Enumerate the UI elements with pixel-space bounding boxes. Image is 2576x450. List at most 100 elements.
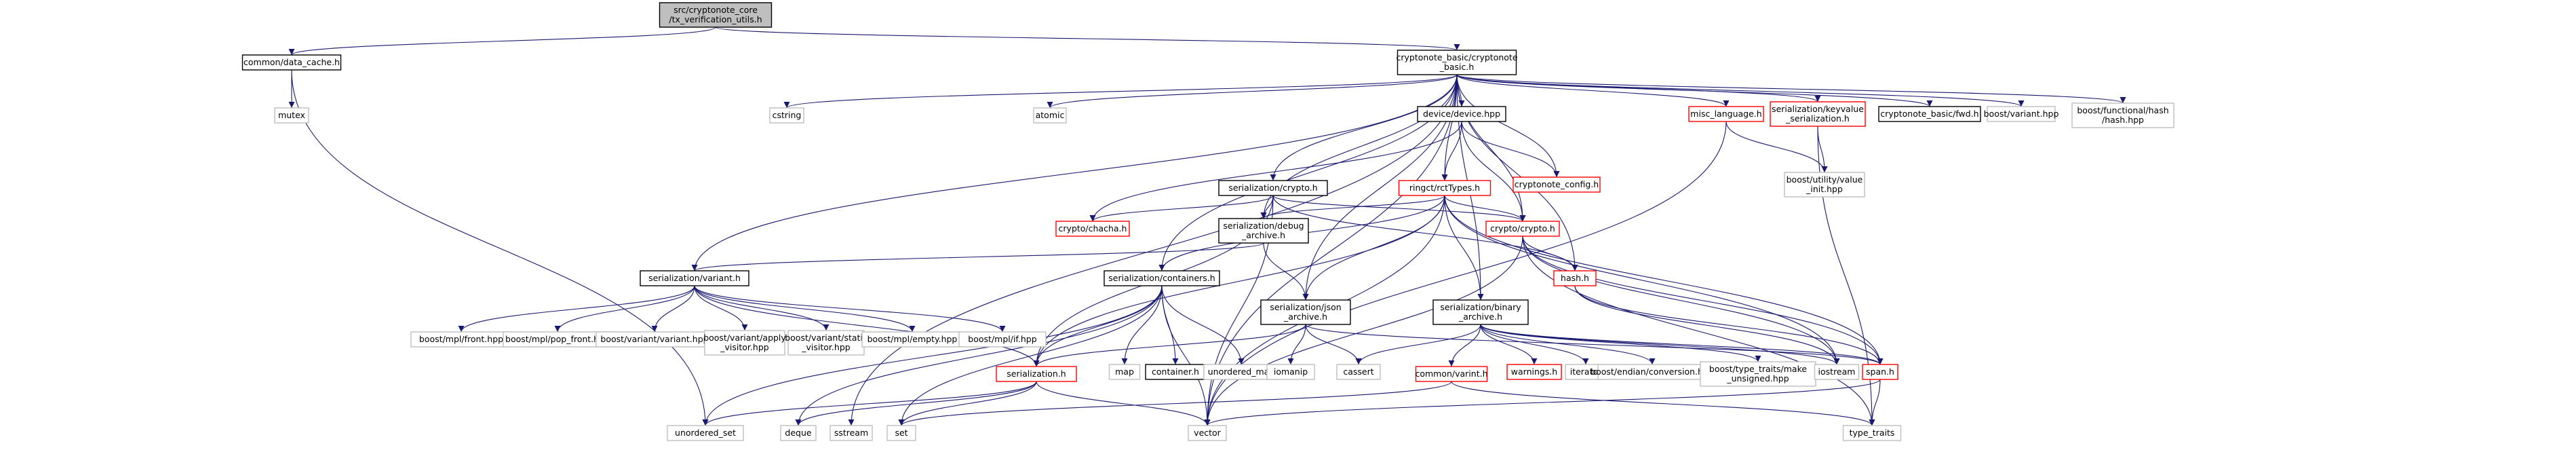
node-chacha[interactable]: crypto/chacha.h — [1055, 221, 1130, 237]
node-label: container.h — [1152, 367, 1199, 377]
edge-cn_basic-to-cstring — [783, 74, 1458, 109]
node-label: _serialization.h — [1785, 113, 1850, 124]
node-box — [1878, 106, 1981, 122]
node-cassert[interactable]: cassert — [1336, 364, 1381, 380]
node-b-apply-visitor[interactable]: boost/variant/apply_visitor.hpp — [703, 330, 786, 356]
edge-device-to-cn_config — [1461, 121, 1560, 178]
node-b-mpl-front[interactable]: boost/mpl/front.hpp — [410, 331, 512, 348]
edge-kv_serial-to-type_traits — [1817, 126, 1875, 426]
edge-json_archive-to-span — [1305, 324, 1884, 365]
node-binary-archive[interactable]: serialization/binary_archive.h — [1432, 299, 1529, 325]
node-json-archive[interactable]: serialization/json_archive.h — [1260, 299, 1351, 325]
node-b-static-visitor[interactable]: boost/variant/static_visitor.hpp — [785, 330, 867, 356]
node-iomanip[interactable]: iomanip — [1266, 364, 1315, 380]
node-box — [659, 2, 773, 28]
node-mutex[interactable]: mutex — [274, 107, 309, 124]
node-map[interactable]: map — [1108, 364, 1141, 380]
edge-cn_basic-to-b_fhash — [1456, 74, 2126, 104]
edge-cn_basic-to-ser_variant — [691, 74, 1458, 271]
node-root[interactable]: src/cryptonote_core/tx_verification_util… — [659, 2, 773, 28]
node-b-mpl-empty[interactable]: boost/mpl/empty.hpp — [861, 331, 963, 348]
node-b-make-unsigned[interactable]: boost/type_traits/make_unsigned.hpp — [1700, 361, 1816, 387]
node-b-fhash[interactable]: boost/functional/hash/hash.hpp — [2071, 102, 2174, 128]
node-label: boost/mpl/empty.hpp — [867, 334, 958, 344]
node-sstream[interactable]: sstream — [830, 425, 873, 441]
node-kv-serial[interactable]: serialization/keyvalue_serialization.h — [1770, 101, 1866, 127]
node-cn-fwd[interactable]: cryptonote_basic/fwd.h — [1878, 106, 1981, 122]
node-cn-basic[interactable]: cryptonote_basic/cryptonote_basic.h — [1396, 50, 1518, 75]
node-serialization[interactable]: serialization.h — [996, 366, 1077, 382]
node-vector[interactable]: vector — [1188, 425, 1227, 441]
node-cstring[interactable]: cstring — [769, 107, 804, 124]
node-hash[interactable]: hash.h — [1553, 270, 1597, 286]
node-label: boost/mpl/pop_front.hpp — [505, 334, 610, 344]
node-label: _basic.h — [1439, 62, 1475, 72]
node-label: common/varint.h — [1415, 369, 1487, 379]
node-label: boost/variant/variant.hpp — [600, 334, 708, 344]
node-debug-archive[interactable]: serialization/debug_archive.h — [1218, 218, 1309, 244]
node-box — [1842, 425, 1902, 441]
node-box — [1108, 364, 1141, 380]
node-box — [958, 331, 1047, 348]
node-label: iostream — [1818, 367, 1856, 377]
node-rct[interactable]: ringct/rctTypes.h — [1398, 180, 1491, 196]
node-deque[interactable]: deque — [780, 425, 817, 441]
node-box — [2071, 102, 2174, 128]
node-container[interactable]: container.h — [1145, 364, 1206, 380]
node-warnings[interactable]: warnings.h — [1506, 364, 1562, 380]
node-label: deque — [785, 428, 811, 438]
node-label: serialization/debug — [1223, 221, 1304, 231]
edge-kv_serial-to-b_value_init — [1817, 126, 1828, 173]
node-label: boost/endian/conversion.hpp — [1591, 367, 1714, 377]
node-cn-config[interactable]: cryptonote_config.h — [1513, 176, 1601, 193]
edge-device-to-rct — [1441, 121, 1462, 181]
node-ser-containers[interactable]: serialization/containers.h — [1104, 270, 1220, 286]
node-ser-crypto[interactable]: serialization/crypto.h — [1218, 180, 1328, 196]
node-box — [667, 425, 744, 441]
edge-serialization-to-deque — [795, 381, 1037, 426]
node-label: warnings.h — [1511, 367, 1557, 377]
edge-hash-to-iostream — [1574, 285, 1840, 365]
edge-cn_basic-to-cn_fwd — [1456, 74, 1933, 107]
node-label: type_traits — [1850, 428, 1895, 438]
node-b-mpl-pop-front[interactable]: boost/mpl/pop_front.hpp — [503, 331, 612, 348]
node-label: boost/variant/static — [785, 333, 867, 343]
node-b-value-init[interactable]: boost/utility/value_init.hpp — [1784, 172, 1865, 198]
edge-rct-to-span — [1444, 195, 1884, 365]
node-box — [1218, 218, 1309, 244]
edge-cn_basic-to-sstream — [848, 74, 1458, 426]
edge-rct-to-iostream — [1444, 195, 1840, 365]
node-ser-variant[interactable]: serialization/variant.h — [640, 270, 749, 286]
node-b-variant[interactable]: boost/variant.hpp — [1984, 106, 2059, 122]
node-iterator[interactable]: iterator — [1565, 364, 1607, 380]
node-data-cache[interactable]: common/data_cache.h — [241, 54, 342, 71]
node-type-traits[interactable]: type_traits — [1842, 425, 1902, 441]
edge-varint-to-type_traits — [1451, 381, 1875, 426]
node-device[interactable]: device/device.hpp — [1417, 106, 1506, 122]
node-crypto[interactable]: crypto/crypto.h — [1485, 221, 1560, 237]
node-atomic[interactable]: atomic — [1033, 107, 1067, 124]
node-label: span.h — [1866, 367, 1894, 377]
edge-hash-to-span — [1574, 285, 1884, 365]
node-box — [1862, 364, 1898, 380]
node-b-endian[interactable]: boost/endian/conversion.hpp — [1591, 364, 1714, 380]
node-label: device/device.hpp — [1423, 109, 1500, 119]
node-set[interactable]: set — [886, 425, 916, 441]
node-varint[interactable]: common/varint.h — [1415, 366, 1488, 382]
node-misc-language[interactable]: misc_language.h — [1688, 106, 1764, 122]
node-b-mpl-if[interactable]: boost/mpl/if.hpp — [958, 331, 1047, 348]
node-span[interactable]: span.h — [1862, 364, 1898, 380]
node-label: crypto/chacha.h — [1059, 223, 1127, 233]
node-b-var-variant[interactable]: boost/variant/variant.hpp — [596, 331, 714, 348]
node-box — [886, 425, 916, 441]
node-iostream[interactable]: iostream — [1814, 364, 1860, 380]
node-label: hash.h — [1561, 273, 1589, 283]
node-label: src/cryptonote_core — [674, 5, 758, 15]
node-label: ringct/rctTypes.h — [1409, 183, 1480, 193]
edge-crypto-to-type_traits — [1522, 236, 1875, 426]
node-label: boost/mpl/if.hpp — [968, 334, 1036, 344]
node-label: cryptonote_basic/fwd.h — [1880, 109, 1978, 119]
node-label: vector — [1194, 428, 1222, 438]
node-unordered-set[interactable]: unordered_set — [667, 425, 744, 441]
